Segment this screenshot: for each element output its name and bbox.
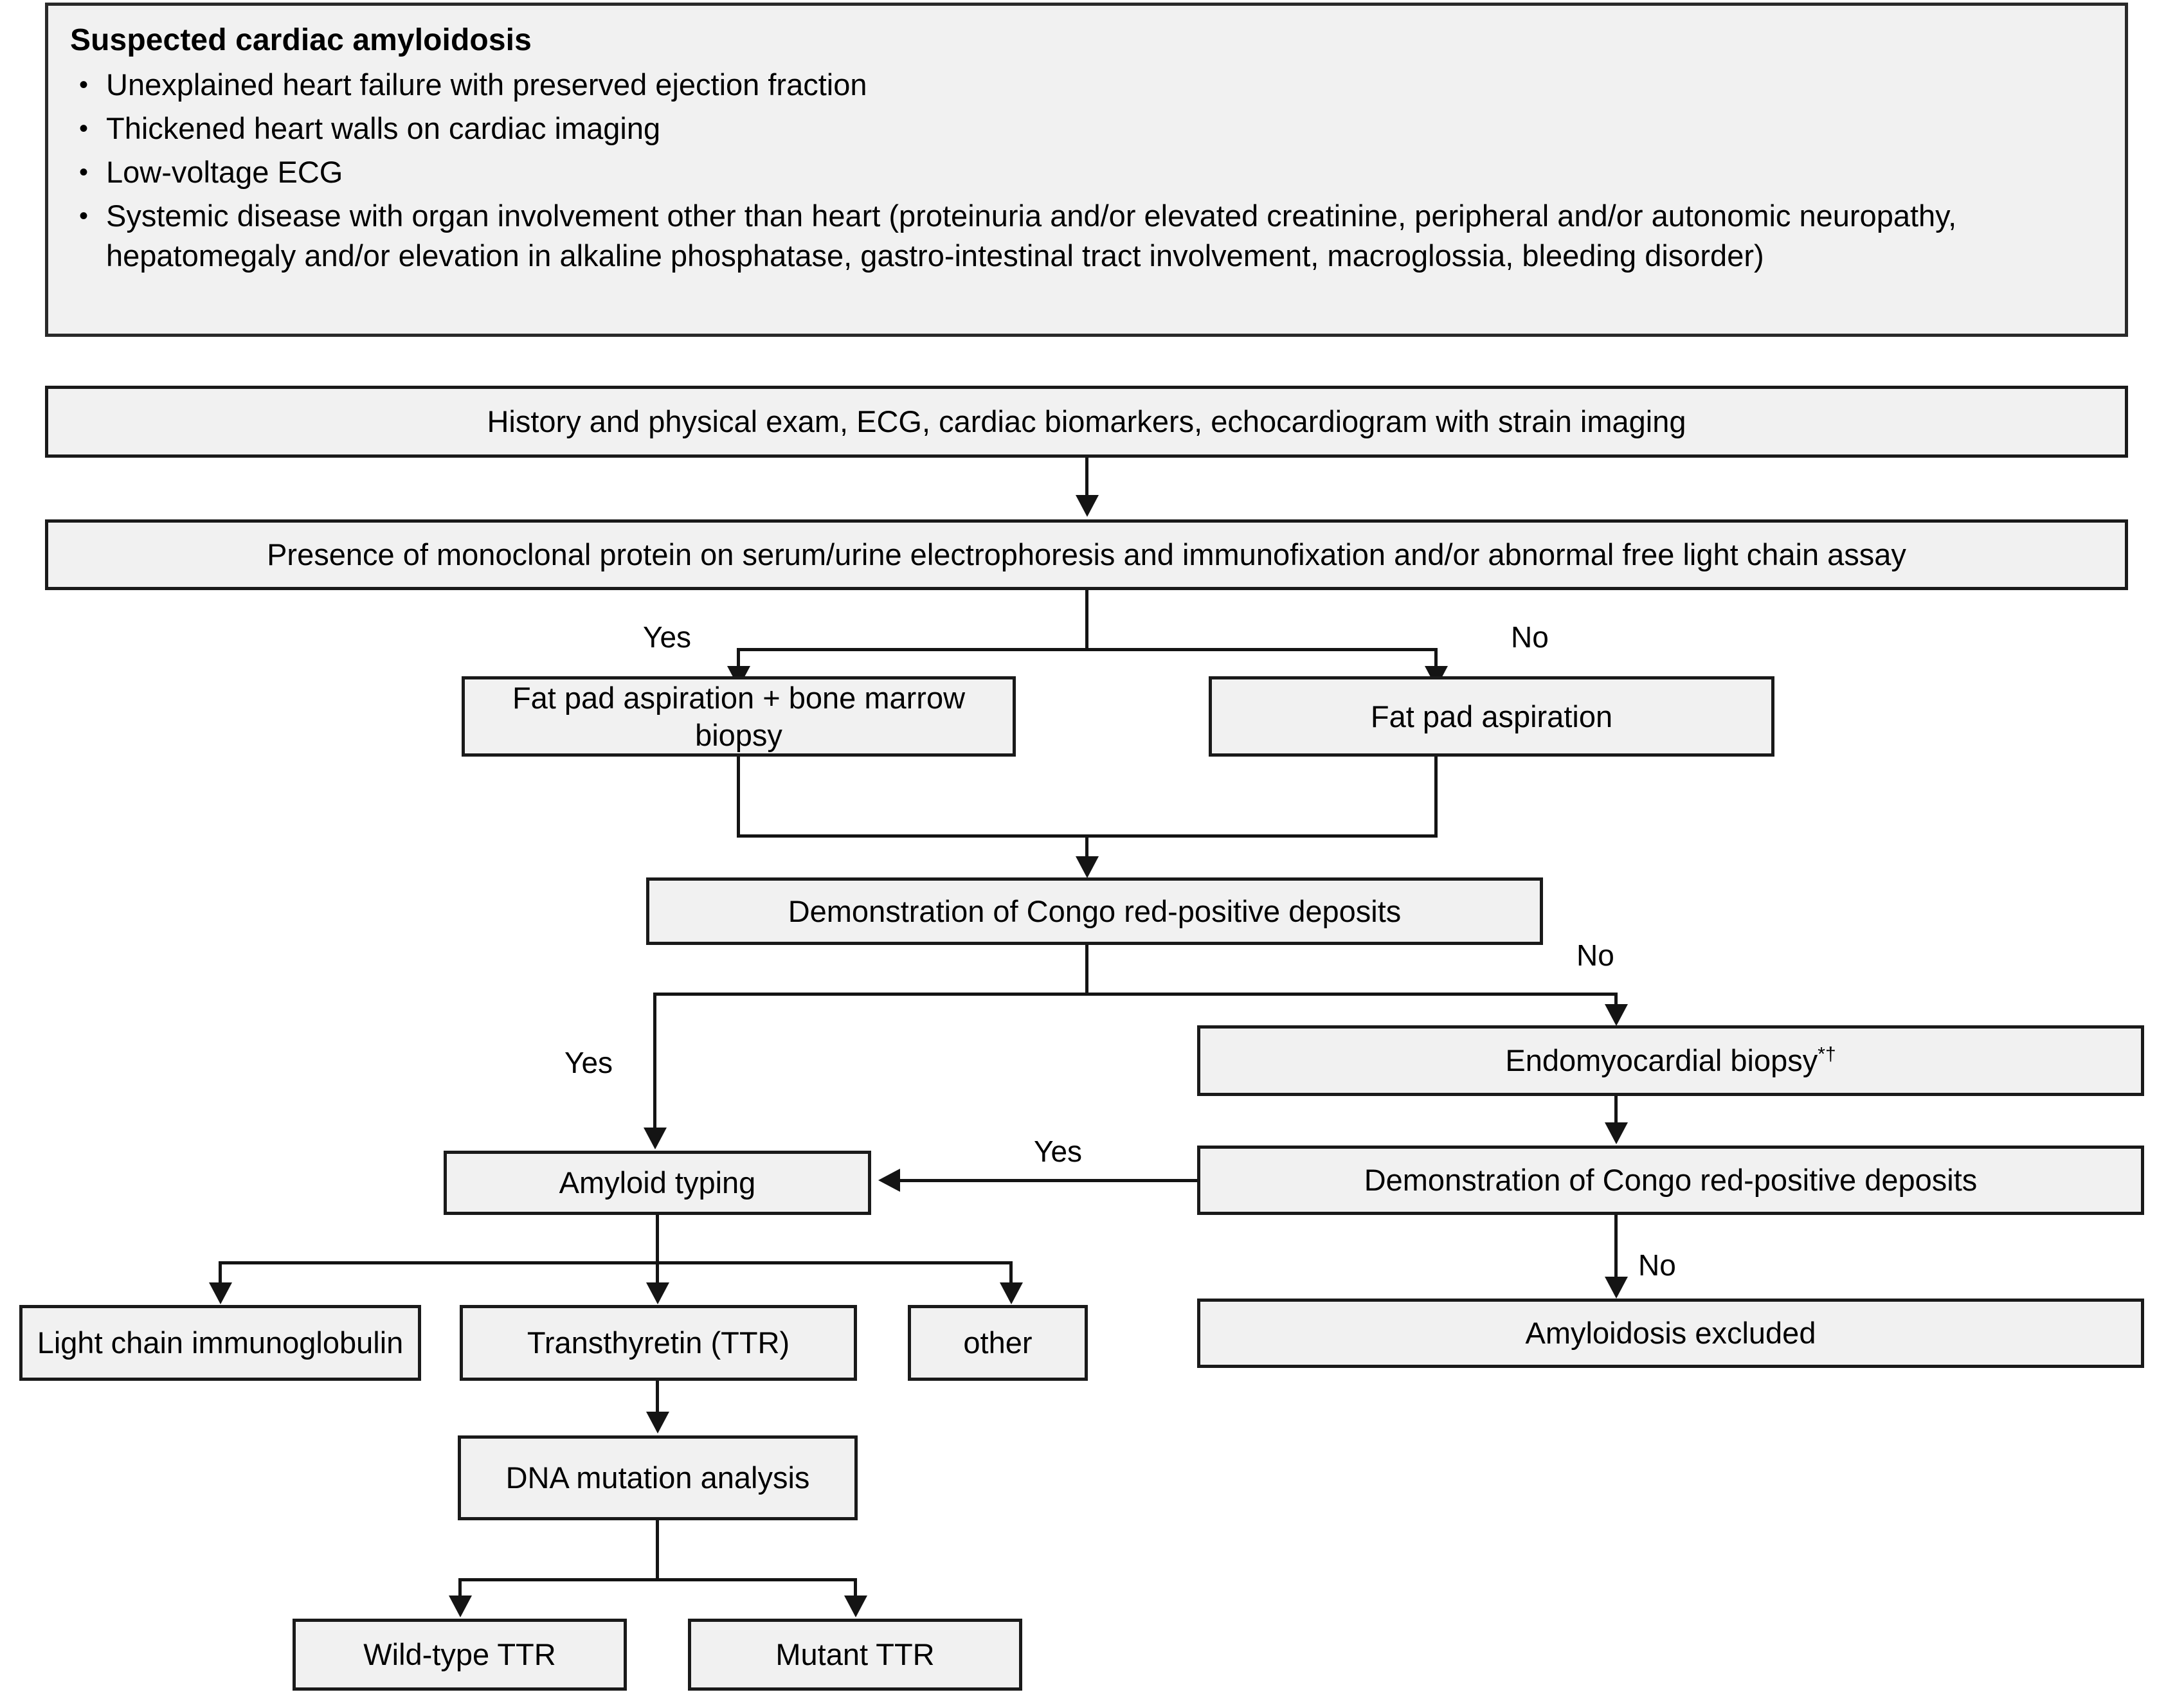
footnote-marker: *† bbox=[1818, 1043, 1836, 1065]
node-monoclonal-protein-label: Presence of monoclonal protein on serum/… bbox=[267, 537, 1906, 572]
arrowhead-to-transthyretin bbox=[646, 1282, 669, 1304]
node-transthyretin-ttr-label: Transthyretin (TTR) bbox=[527, 1326, 790, 1360]
bullet-icon: • bbox=[79, 202, 89, 231]
node-amyloid-typing[interactable]: Amyloid typing bbox=[444, 1151, 871, 1215]
connector-congo1-stem bbox=[1085, 945, 1088, 995]
edge-label-congo2-no: No bbox=[1638, 1248, 1676, 1282]
connector-amyloid-to-light-chain bbox=[219, 1261, 222, 1284]
connector-monoclonal-stem bbox=[1085, 590, 1088, 649]
arrowhead-to-light-chain bbox=[209, 1282, 232, 1304]
connector-congo1-split-bar bbox=[653, 993, 1618, 996]
arrowhead-congo2-no-to-excluded bbox=[1605, 1277, 1628, 1299]
node-initial-workup-label: History and physical exam, ECG, cardiac … bbox=[487, 404, 1686, 439]
node-mutant-ttr[interactable]: Mutant TTR bbox=[688, 1619, 1022, 1691]
arrowhead-congo1-yes-to-amyloid-typing bbox=[644, 1128, 667, 1149]
arrowhead-to-congo-red-1 bbox=[1076, 856, 1099, 878]
node-transthyretin-ttr[interactable]: Transthyretin (TTR) bbox=[460, 1305, 857, 1381]
criteria-item-4-text: Systemic disease with organ involvement … bbox=[106, 199, 1957, 273]
edge-label-monoclonal-no: No bbox=[1511, 620, 1549, 654]
edge-label-monoclonal-yes: Yes bbox=[643, 620, 692, 654]
arrowhead-ttr-to-dna bbox=[646, 1412, 669, 1434]
criteria-item-1: • Unexplained heart failure with preserv… bbox=[70, 65, 2103, 105]
node-fat-pad-aspiration[interactable]: Fat pad aspiration bbox=[1209, 676, 1774, 757]
connector-monoclonal-split-bar bbox=[737, 648, 1438, 651]
node-dna-mutation-analysis-label: DNA mutation analysis bbox=[505, 1461, 810, 1495]
connector-congo2-no-branch bbox=[1614, 1215, 1618, 1279]
connector-dna-to-wild-type bbox=[458, 1578, 462, 1597]
node-initial-workup[interactable]: History and physical exam, ECG, cardiac … bbox=[45, 386, 2128, 458]
connector-initial-to-monoclonal bbox=[1085, 458, 1088, 496]
arrowhead-congo1-no-to-endomyocardial bbox=[1605, 1004, 1628, 1026]
criteria-item-2: • Thickened heart walls on cardiac imagi… bbox=[70, 109, 2103, 148]
node-endomyocardial-biopsy-text: Endomyocardial biopsy bbox=[1505, 1043, 1818, 1078]
node-endomyocardial-biopsy-label: Endomyocardial biopsy*† bbox=[1505, 1042, 1836, 1079]
panel-title: Suspected cardiac amyloidosis bbox=[70, 23, 532, 57]
connector-fat-pad-down bbox=[1434, 757, 1438, 836]
node-light-chain-immunoglobulin-label: Light chain immunoglobulin bbox=[37, 1326, 404, 1360]
node-fat-pad-plus-bone-marrow-label: Fat pad aspiration + bone marrow biopsy bbox=[512, 681, 966, 752]
arrowhead-initial-to-monoclonal bbox=[1076, 495, 1099, 517]
connector-monoclonal-no-drop bbox=[1434, 648, 1438, 669]
edge-label-congo1-no: No bbox=[1576, 939, 1614, 972]
connector-congo2-yes-to-amyloid-typing bbox=[900, 1179, 1197, 1182]
node-light-chain-immunoglobulin[interactable]: Light chain immunoglobulin bbox=[19, 1305, 421, 1381]
criteria-item-3-text: Low-voltage ECG bbox=[106, 155, 343, 190]
node-congo-red-deposits-1-label: Demonstration of Congo red-positive depo… bbox=[788, 894, 1402, 928]
arrowhead-to-wild-type-ttr bbox=[449, 1596, 472, 1617]
criteria-item-4: • Systemic disease with organ involvemen… bbox=[70, 196, 2103, 276]
arrowhead-to-other bbox=[1000, 1282, 1023, 1304]
bullet-icon: • bbox=[79, 114, 89, 143]
arrowhead-to-mutant-ttr bbox=[844, 1596, 867, 1617]
connector-congo1-no-branch bbox=[1614, 993, 1618, 1009]
connector-merge-to-congo1 bbox=[1085, 834, 1088, 859]
connector-fat-pad-bm-down bbox=[737, 757, 740, 836]
connector-dna-split-bar bbox=[458, 1578, 857, 1581]
connector-amyloid-to-other bbox=[1009, 1261, 1013, 1284]
arrowhead-endomyocardial-to-congo2 bbox=[1605, 1122, 1628, 1144]
bullet-icon: • bbox=[79, 158, 89, 187]
node-monoclonal-protein[interactable]: Presence of monoclonal protein on serum/… bbox=[45, 519, 2128, 590]
node-wild-type-ttr[interactable]: Wild-type TTR bbox=[293, 1619, 627, 1691]
connector-endomyocardial-to-congo2 bbox=[1614, 1096, 1618, 1124]
node-dna-mutation-analysis[interactable]: DNA mutation analysis bbox=[458, 1435, 858, 1520]
bullet-icon: • bbox=[79, 71, 89, 99]
node-other-label: other bbox=[963, 1326, 1033, 1360]
node-amyloid-typing-label: Amyloid typing bbox=[559, 1165, 756, 1200]
node-congo-red-deposits-1[interactable]: Demonstration of Congo red-positive depo… bbox=[646, 877, 1543, 945]
criteria-item-2-text: Thickened heart walls on cardiac imaging bbox=[106, 111, 661, 146]
node-amyloidosis-excluded-label: Amyloidosis excluded bbox=[1525, 1316, 1816, 1351]
edge-label-congo1-yes: Yes bbox=[564, 1046, 613, 1079]
node-fat-pad-aspiration-label: Fat pad aspiration bbox=[1370, 699, 1613, 733]
node-amyloidosis-excluded[interactable]: Amyloidosis excluded bbox=[1197, 1299, 2144, 1368]
node-mutant-ttr-label: Mutant TTR bbox=[775, 1637, 935, 1672]
node-congo-red-deposits-2-label: Demonstration of Congo red-positive depo… bbox=[1364, 1163, 1978, 1198]
criteria-list: • Unexplained heart failure with preserv… bbox=[70, 65, 2103, 276]
connector-dna-to-mutant bbox=[854, 1578, 857, 1597]
node-other[interactable]: other bbox=[908, 1305, 1088, 1381]
connector-monoclonal-yes-drop bbox=[737, 648, 740, 669]
criteria-item-1-text: Unexplained heart failure with preserved… bbox=[106, 67, 867, 102]
connector-amyloid-to-transthyretin bbox=[656, 1261, 659, 1284]
criteria-item-3: • Low-voltage ECG bbox=[70, 152, 2103, 192]
connector-congo1-yes-branch bbox=[653, 993, 656, 1130]
suspected-criteria-panel: Suspected cardiac amyloidosis • Unexplai… bbox=[45, 3, 2128, 337]
connector-amyloid-typing-stem bbox=[656, 1215, 659, 1264]
connector-amyloid-typing-split-bar bbox=[219, 1261, 1013, 1264]
node-wild-type-ttr-label: Wild-type TTR bbox=[363, 1637, 556, 1672]
edge-label-congo2-yes: Yes bbox=[1034, 1135, 1083, 1168]
arrowhead-congo2-yes-to-amyloid-typing bbox=[878, 1169, 900, 1192]
connector-ttr-to-dna bbox=[656, 1381, 659, 1413]
connector-dna-stem bbox=[656, 1520, 659, 1580]
node-fat-pad-plus-bone-marrow[interactable]: Fat pad aspiration + bone marrow biopsy bbox=[462, 676, 1016, 757]
node-congo-red-deposits-2[interactable]: Demonstration of Congo red-positive depo… bbox=[1197, 1146, 2144, 1215]
node-endomyocardial-biopsy[interactable]: Endomyocardial biopsy*† bbox=[1197, 1025, 2144, 1096]
